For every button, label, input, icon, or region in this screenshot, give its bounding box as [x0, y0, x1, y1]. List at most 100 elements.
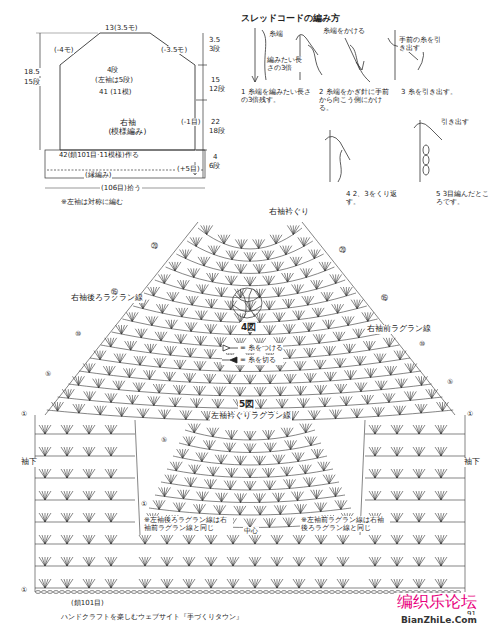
- stitch-stroke: [109, 366, 115, 375]
- stitch-stroke: [391, 491, 397, 500]
- stitch-stroke: [167, 292, 173, 301]
- stitch-stroke: [197, 398, 203, 407]
- dimension: (左袖は5段): [94, 76, 134, 84]
- stitch-stroke: [350, 370, 353, 379]
- stitch-stroke: [416, 557, 419, 566]
- stitch-stroke: [171, 320, 177, 329]
- stitch-stroke: [411, 363, 414, 372]
- stitch-stroke: [258, 399, 261, 408]
- stitch-stroke: [145, 557, 151, 566]
- stitch-stroke: [221, 287, 224, 296]
- stitch-stroke: [279, 493, 282, 502]
- stitch-stroke: [329, 320, 332, 329]
- stitch-stroke: [169, 398, 175, 407]
- stitch-stroke: [217, 505, 220, 514]
- stitch-stroke: [299, 336, 305, 345]
- stitch-stroke: [45, 447, 51, 456]
- stitch-stroke: [322, 262, 325, 271]
- stitch-stroke: [240, 506, 246, 515]
- stitch-stroke: [170, 462, 176, 471]
- stitch-stroke: [419, 557, 422, 566]
- stitch-stroke: [279, 399, 282, 408]
- stitch-stroke: [89, 447, 95, 456]
- stitch-stroke: [89, 491, 92, 500]
- stitch-stroke: [151, 396, 154, 405]
- stitch-stroke: [438, 535, 441, 544]
- stitch-stroke: [222, 262, 228, 271]
- stitch-stroke: [244, 444, 250, 453]
- stitch-stroke: [201, 411, 207, 420]
- stitch-stroke: [303, 322, 309, 331]
- stitch-stroke: [265, 251, 268, 260]
- stitch-stroke: [209, 273, 212, 282]
- stitch-stroke: [167, 346, 170, 355]
- stitch-stroke: [343, 535, 349, 544]
- stitch-stroke: [151, 344, 154, 353]
- stitch-stroke: [260, 456, 266, 465]
- stitch-stroke: [293, 336, 299, 345]
- stitch-stroke: [383, 338, 389, 347]
- stitch-stroke: [435, 557, 441, 566]
- stitch-stroke: [132, 312, 138, 321]
- stitch-stroke: [186, 437, 189, 446]
- stitch-stroke: [274, 505, 280, 514]
- chain-stitch: [275, 591, 280, 594]
- row-number: ⑤: [446, 378, 454, 386]
- stitch-stroke: [105, 513, 111, 522]
- stitch-stroke: [189, 437, 192, 446]
- stitch-stroke: [321, 557, 327, 566]
- stitch-stroke: [211, 579, 214, 588]
- stitch-stroke: [287, 467, 290, 476]
- stitch-stroke: [76, 404, 79, 413]
- stitch-stroke: [235, 239, 241, 248]
- stitch-stroke: [298, 504, 301, 513]
- row-number: ①: [20, 410, 28, 418]
- legend-text: = 糸をつける: [240, 343, 283, 353]
- stitch-stroke: [188, 268, 194, 277]
- stitch-stroke: [210, 479, 213, 488]
- stitch-stroke: [264, 443, 270, 452]
- chain-stitch: [305, 591, 310, 594]
- stitch-stroke: [346, 396, 349, 405]
- stitch-stroke: [126, 312, 132, 321]
- stitch-stroke: [365, 395, 368, 404]
- stitch-stroke: [261, 399, 264, 408]
- stitch-stroke: [257, 289, 260, 298]
- stitch-stroke: [287, 428, 290, 437]
- stitch-stroke: [230, 481, 236, 490]
- stitch-stroke: [264, 481, 270, 490]
- stitch-stroke: [230, 535, 233, 544]
- stitch-stroke: [288, 440, 291, 449]
- stitch-stroke: [233, 557, 239, 566]
- stitch-stroke: [42, 557, 45, 566]
- stitch-stroke: [45, 469, 51, 478]
- stitch-stroke: [218, 399, 221, 408]
- stitch-stroke: [180, 410, 186, 419]
- stitch-stroke: [137, 409, 143, 418]
- stitch-stroke: [247, 431, 250, 440]
- chain-stitch: [89, 591, 94, 594]
- row-line: [68, 384, 431, 396]
- stitch-stroke: [250, 252, 253, 261]
- stitch-stroke: [366, 341, 369, 350]
- stitch-stroke: [394, 513, 397, 522]
- stitch-stroke: [219, 493, 222, 502]
- stitch-stroke: [293, 579, 299, 588]
- stitch-stroke: [204, 225, 207, 234]
- stitch-stroke: [62, 389, 68, 398]
- stitch-stroke: [39, 579, 45, 588]
- stitch-stroke: [161, 332, 167, 341]
- stitch-stroke: [259, 239, 262, 248]
- stitch-stroke: [136, 383, 139, 392]
- stitch-stroke: [240, 456, 246, 465]
- stitch-stroke: [299, 535, 305, 544]
- stitch-stroke: [45, 491, 51, 500]
- stitch-stroke: [119, 381, 122, 390]
- chain-stitch: [353, 591, 358, 594]
- legend-symbol: [222, 344, 238, 352]
- stitch-stroke: [397, 513, 400, 522]
- legend-symbol: [222, 356, 238, 364]
- stitch-stroke: [391, 425, 397, 434]
- stitch-stroke: [145, 579, 151, 588]
- stitch-stroke: [394, 579, 397, 588]
